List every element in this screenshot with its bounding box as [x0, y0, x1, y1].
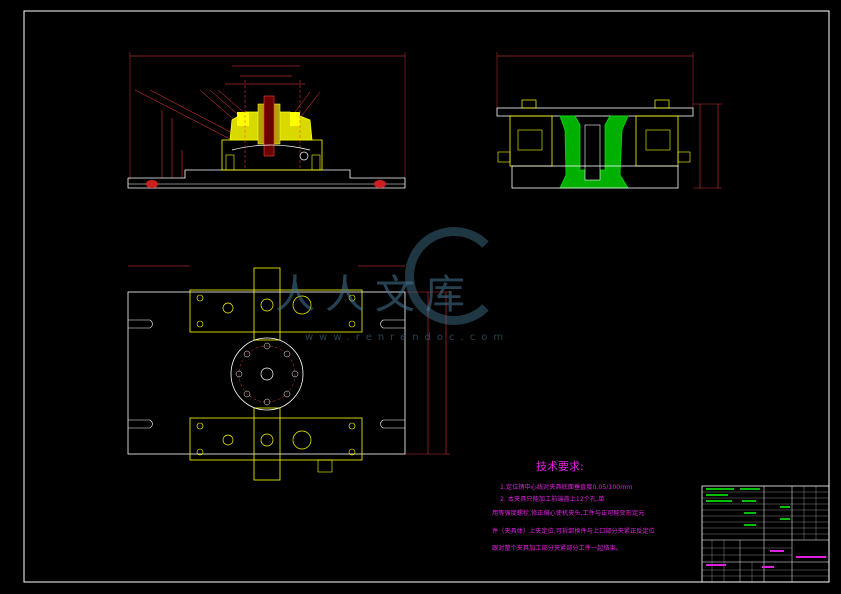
- technical-requirements-title: 技术要求:: [536, 460, 584, 473]
- plan-view: [127, 265, 450, 481]
- requirement-line-5: 跟对整个夹具加工部分夹紧部分工件一起结束。: [492, 545, 622, 552]
- title-block: [701, 485, 830, 583]
- front-view: [127, 52, 406, 189]
- requirement-line-3: 用等强度螺栓,修正偏心使机夹头,工件与正可能变形定元: [492, 510, 645, 517]
- requirement-line-1: 1.定位销中心线对夹具底面垂直度0.05/100mm: [500, 484, 633, 491]
- drawing-border: [23, 10, 830, 583]
- requirement-line-2: 2. 本夹具只能加工前端盖上12个孔,单: [500, 496, 605, 503]
- side-view: [496, 52, 722, 189]
- requirement-line-4: 件（夹具体）上夹定位,可拆卸换件与上口部分夹紧正反定位: [492, 528, 655, 535]
